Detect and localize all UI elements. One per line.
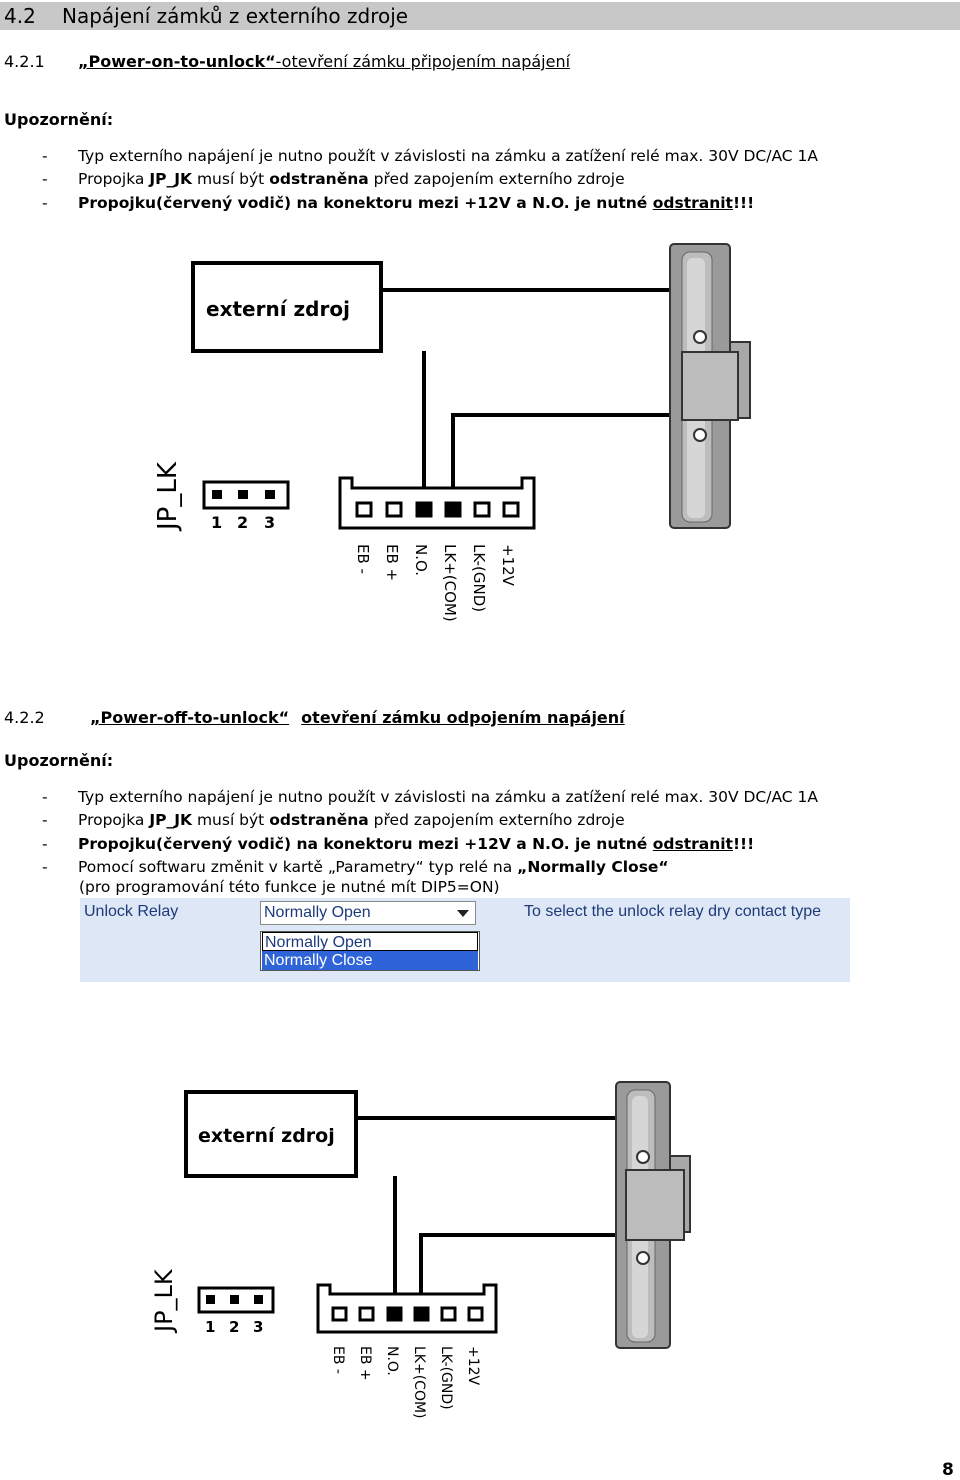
svg-text:1: 1 bbox=[205, 1318, 215, 1336]
list-item: -Propojka JP_JK musí být odstraněna před… bbox=[42, 170, 625, 188]
section-title: Napájení zámků z externího zdroje bbox=[62, 4, 409, 28]
terminal-label: N.O. bbox=[384, 1346, 400, 1376]
terminal-label: +12V bbox=[465, 1346, 481, 1386]
svg-text:3: 3 bbox=[264, 513, 275, 532]
unlock-relay-label: Unlock Relay bbox=[84, 903, 179, 920]
unlock-relay-select[interactable]: Normally Open bbox=[260, 901, 476, 925]
terminal-label: EB - bbox=[354, 544, 372, 574]
unlock-relay-panel: Unlock Relay Normally Open Normally Open… bbox=[80, 898, 850, 982]
subsection-title-b: otevření zámku odpojením napájení bbox=[301, 708, 625, 727]
subsection-title-a: „Power-on-to-unlock“ bbox=[78, 52, 276, 71]
list-item: -Propojku(červený vodič) na konektoru me… bbox=[42, 835, 755, 853]
screw-icon bbox=[693, 330, 707, 344]
svg-text:2: 2 bbox=[229, 1318, 239, 1336]
section-heading-bar bbox=[0, 2, 960, 30]
jumper-label: JP_LK bbox=[153, 461, 183, 532]
page-number: 8 bbox=[942, 1460, 954, 1480]
terminal-label: EB - bbox=[330, 1346, 346, 1374]
svg-text:3: 3 bbox=[253, 1318, 263, 1336]
jumper-label: JP_LK bbox=[150, 1268, 178, 1334]
section-number: 4.2 bbox=[4, 4, 36, 28]
chevron-down-icon[interactable] bbox=[457, 910, 469, 917]
wire bbox=[451, 413, 672, 510]
warning-label: Upozornění: bbox=[4, 751, 114, 770]
subsection-title-a: „Power-off-to-unlock“ bbox=[90, 708, 290, 727]
list-item: -Typ externího napájení je nutno použít … bbox=[42, 147, 818, 165]
terminal-label: EB + bbox=[357, 1346, 373, 1381]
svg-text:1: 1 bbox=[211, 513, 222, 532]
list-item: -Typ externího napájení je nutno použít … bbox=[42, 788, 818, 806]
terminal-label: N.O. bbox=[412, 544, 430, 576]
note-text: (pro programování této funkce je nutné m… bbox=[79, 878, 500, 896]
selected-value: Normally Open bbox=[264, 904, 371, 921]
external-source-label: externí zdroj bbox=[206, 297, 350, 321]
screw-icon bbox=[636, 1251, 650, 1265]
list-item: -Pomocí softwaru změnit v kartě „Paramet… bbox=[42, 858, 669, 876]
subsection-heading-2: 4.2.2 „Power-off-to-unlock“ otevření zámku… bbox=[4, 708, 625, 727]
option-normally-close[interactable]: Normally Close bbox=[262, 951, 478, 970]
terminal-label: LK+(COM) bbox=[441, 544, 459, 622]
external-source-box bbox=[191, 261, 383, 353]
section-heading: 4.2 Napájení zámků z externího zdroje bbox=[4, 4, 408, 28]
subsection-number: 4.2.2 bbox=[4, 708, 45, 727]
subsection-number: 4.2.1 bbox=[4, 52, 45, 71]
terminal-label: EB + bbox=[383, 544, 401, 581]
external-source-label: externí zdroj bbox=[198, 1125, 335, 1147]
terminal-label: LK-(GND) bbox=[470, 544, 488, 612]
screw-icon bbox=[693, 428, 707, 442]
external-source-box bbox=[184, 1090, 358, 1178]
terminal-label: +12V bbox=[499, 544, 517, 587]
svg-text:2: 2 bbox=[237, 513, 248, 532]
subsection-title-b: -otevření zámku připojením napájení bbox=[275, 52, 571, 71]
list-item: -Propojka JP_JK musí být odstraněna před… bbox=[42, 811, 625, 829]
terminal-label: LK-(GND) bbox=[438, 1346, 454, 1410]
wire bbox=[419, 1233, 618, 1305]
wiring-diagram-2: externí zdroj JP_LK 1 2 3 EB - EB + N.O.… bbox=[150, 1081, 691, 1419]
option-normally-open[interactable]: Normally Open bbox=[262, 932, 478, 951]
list-item: -Propojku(červený vodič) na konektoru me… bbox=[42, 194, 755, 212]
terminal-label: LK+(COM) bbox=[411, 1346, 427, 1419]
warning-label: Upozornění: bbox=[4, 110, 114, 129]
relay-dropdown-list: Normally Open Normally Close bbox=[260, 931, 480, 971]
screw-icon bbox=[636, 1150, 650, 1164]
subsection-heading-1: 4.2.1 „Power-on-to-unlock“-otevření zámku… bbox=[4, 52, 570, 71]
help-text: To select the unlock relay dry contact t… bbox=[524, 903, 822, 920]
wiring-diagram-1: externí zdroj JP_LK 1 2 3 EB - EB + N.O.… bbox=[153, 243, 751, 622]
